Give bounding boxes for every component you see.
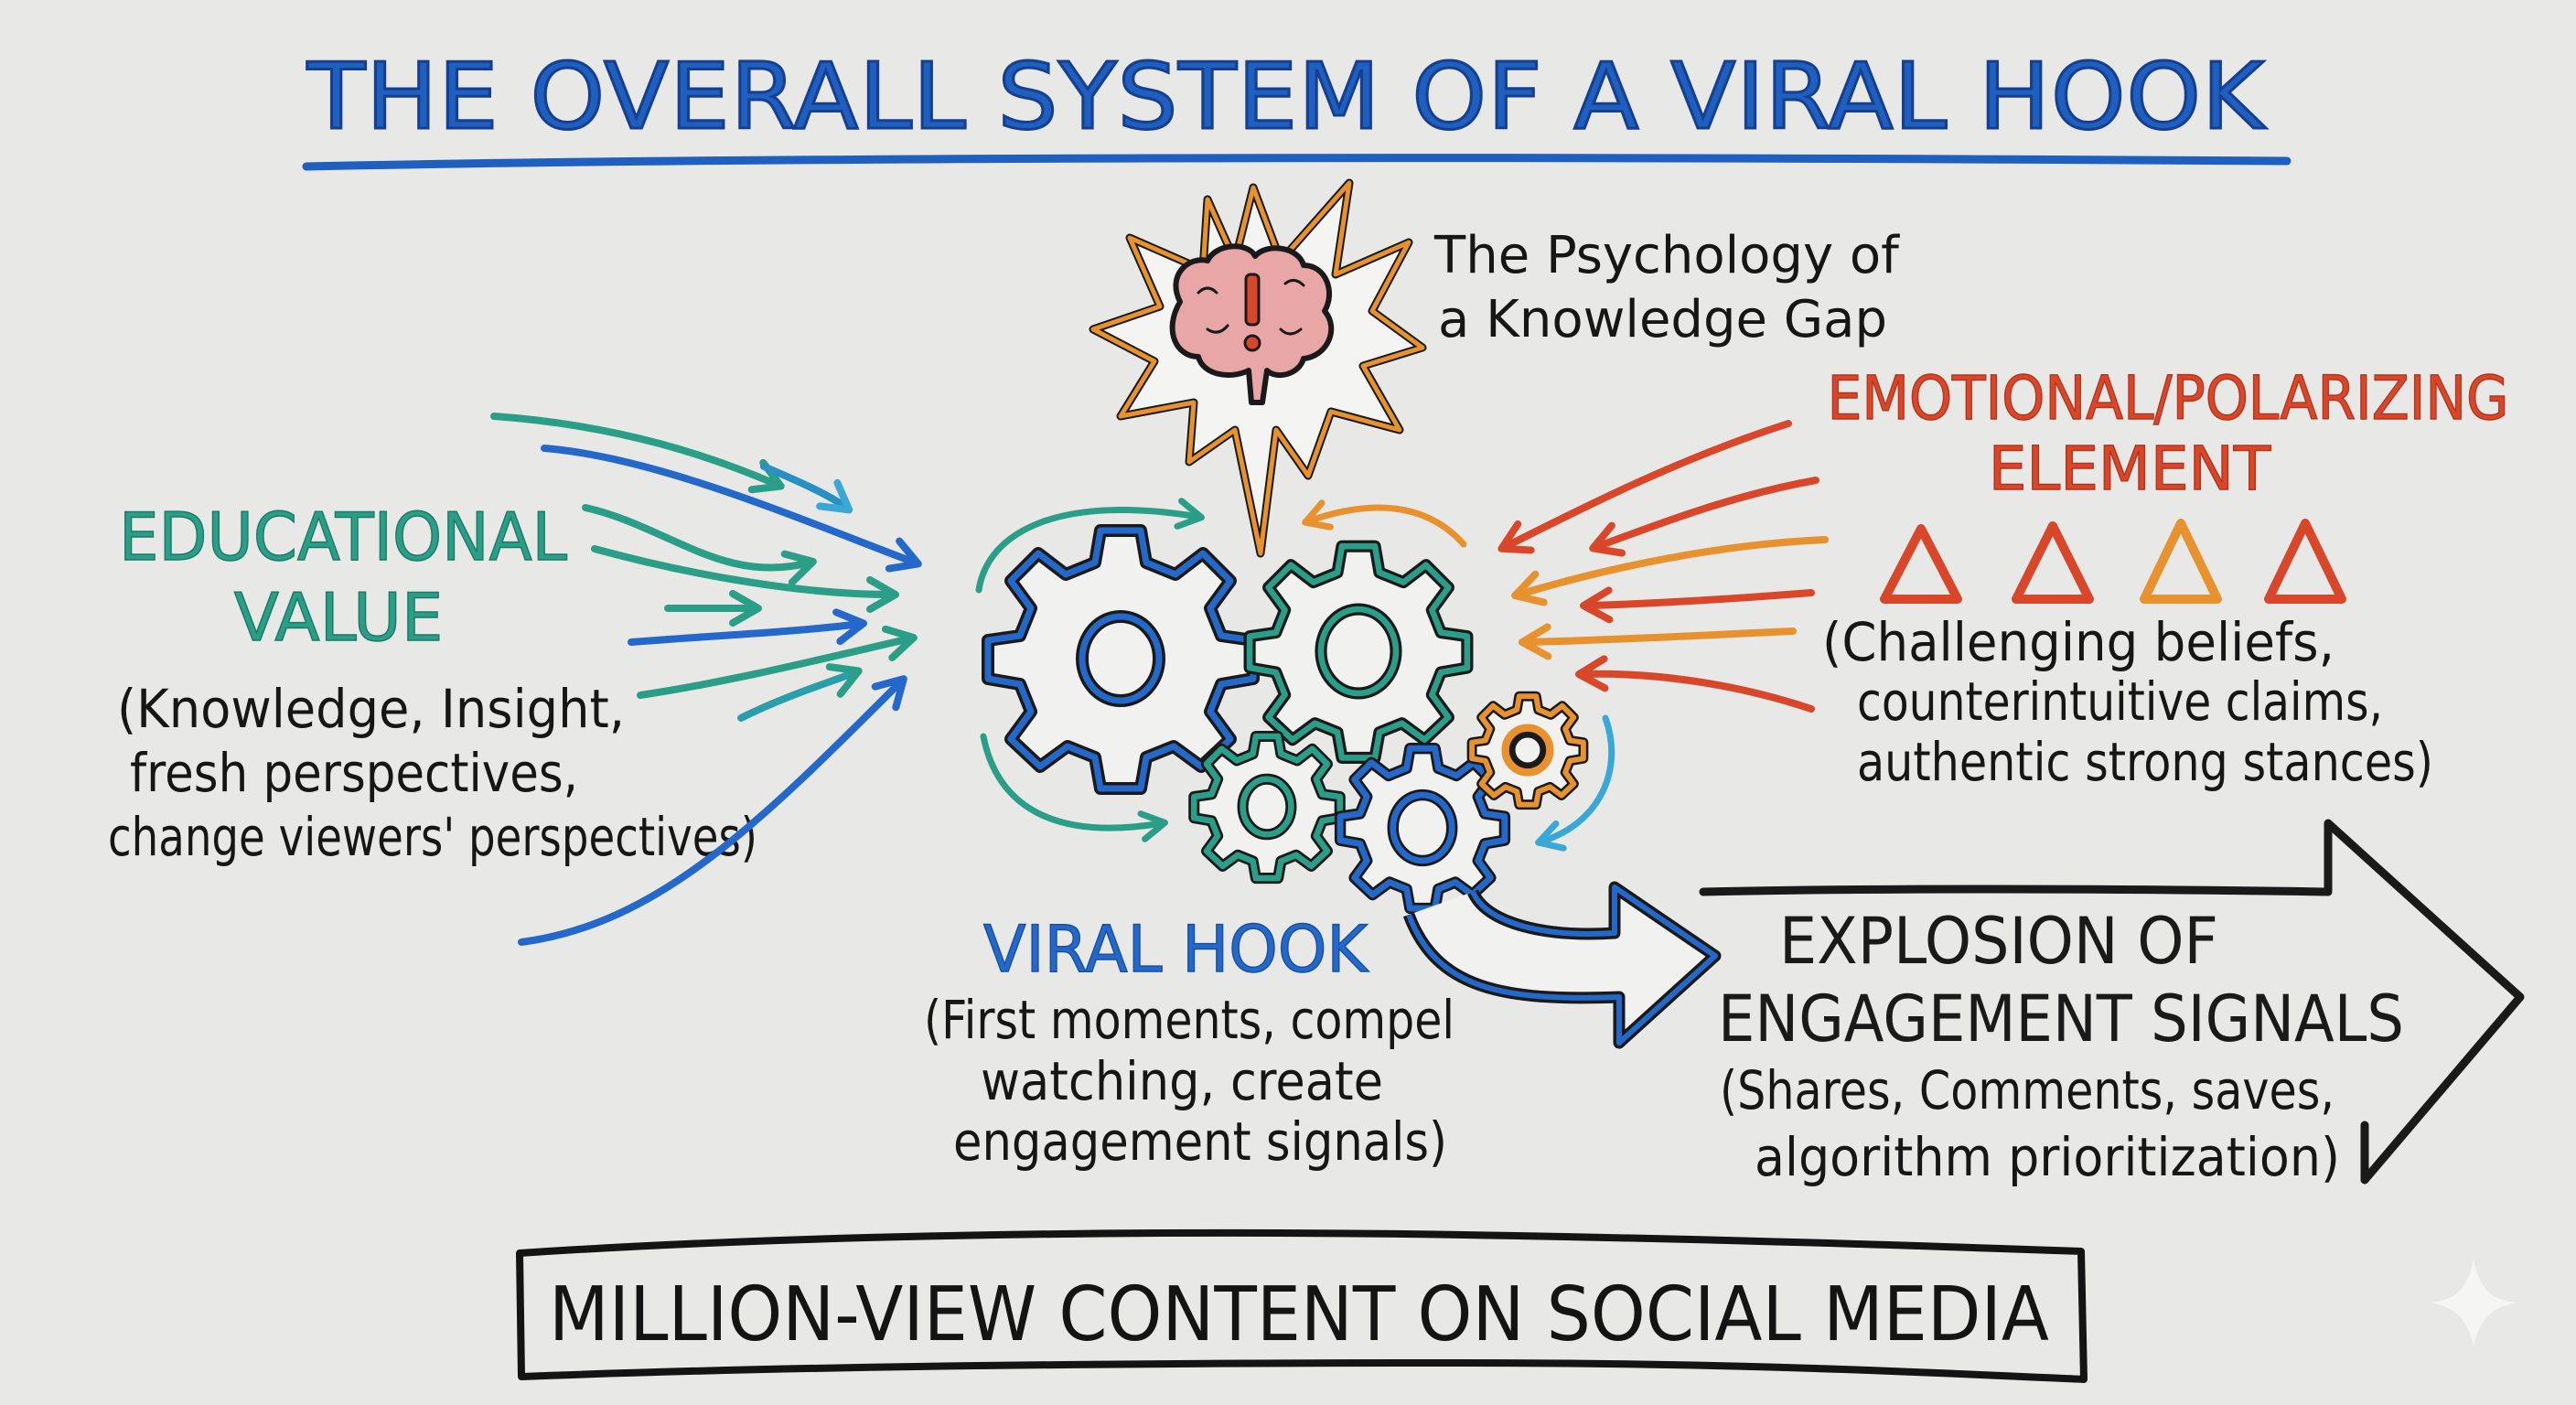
arrow-icon: [1511, 536, 1829, 606]
psychology-line-2: a Knowledge Gap: [1438, 290, 1887, 349]
title-group: THE OVERALL SYSTEM OF A VIRAL HOOK: [302, 42, 2292, 171]
engagement-detail-line-2: algorithm prioritization): [1755, 1126, 2340, 1188]
cycle-arrows: [975, 498, 1615, 852]
arrow-icon: [582, 504, 817, 586]
emotional-detail-line-3: authentic strong stances): [1857, 731, 2433, 793]
emotional-heading-line-2: ELEMENT: [1989, 434, 2271, 504]
cycle-arrow-icon: [1302, 499, 1467, 548]
educational-arrows: [490, 413, 922, 946]
engagement-heading-line-1: EXPLOSION OF: [1779, 904, 2218, 979]
arrow-icon: [591, 545, 899, 613]
cycle-arrow-icon: [1535, 714, 1615, 852]
viral-hook-detail-line-3: engagement signals): [953, 1110, 1447, 1173]
big-arrow-outline-icon: [1699, 819, 2525, 1185]
engagement-section: EXPLOSION OF ENGAGEMENT SIGNALS (Shares,…: [1718, 904, 2404, 1188]
page-title: THE OVERALL SYSTEM OF A VIRAL HOOK: [306, 43, 2266, 150]
arrow-icon: [541, 445, 922, 573]
arrow-icon: [518, 675, 907, 946]
educational-heading-line-1: EDUCATIONAL: [119, 499, 567, 575]
cycle-arrow-icon: [975, 498, 1205, 594]
gear-icon-small-blue: [1334, 742, 1511, 915]
arrow-icon: [1580, 586, 1815, 624]
emotional-section: EMOTIONAL/POLARIZING ELEMENT (Challengin…: [1822, 362, 2509, 793]
gear-cluster: [982, 524, 1589, 915]
arrow-icon: [737, 663, 863, 722]
emotional-detail-line-2: counterintuitive claims,: [1857, 670, 2383, 733]
psychology-label: The Psychology of a Knowledge Gap: [1433, 226, 1900, 349]
triangle-icon: [2264, 519, 2346, 604]
emotional-detail-line-1: (Challenging beliefs,: [1822, 611, 2334, 673]
brain-exclamation-icon: [1169, 243, 1335, 405]
sparkle-icon: [2430, 1259, 2517, 1346]
knowledge-gap-starburst: [1089, 178, 1427, 558]
viral-hook-section: VIRAL HOOK (First moments, compel watchi…: [924, 911, 1454, 1173]
warning-triangles: [1880, 519, 2346, 604]
educational-value-section: EDUCATIONAL VALUE (Knowledge, Insight, f…: [108, 498, 757, 868]
educational-heading-line-2: VALUE: [234, 579, 444, 656]
arrow-icon: [490, 413, 785, 494]
triangle-icon: [1880, 524, 1962, 604]
gear-icon-orange: [1466, 691, 1589, 810]
arrow-icon: [1497, 420, 1792, 554]
emotional-arrows: [1497, 420, 1829, 713]
arrow-icon: [637, 625, 918, 699]
viral-hook-detail-line-2: watching, create: [981, 1050, 1383, 1112]
triangle-icon: [2140, 519, 2222, 604]
viral-hook-heading: VIRAL HOOK: [983, 912, 1369, 987]
arrow-icon: [760, 463, 853, 514]
educational-detail-line-3: change viewers' perspectives): [108, 806, 757, 868]
title-underline: [302, 154, 2292, 171]
bottom-box-outline: [516, 1228, 2088, 1383]
cycle-arrow-icon: [980, 733, 1168, 842]
engagement-detail-line-1: (Shares, Comments, saves,: [1720, 1059, 2334, 1121]
arrow-icon: [1575, 655, 1815, 713]
bottom-box-label: MILLION-VIEW CONTENT ON SOCIAL MEDIA: [549, 1271, 2049, 1358]
arrow-icon: [628, 608, 867, 646]
gear-icon-small-teal: [1188, 730, 1346, 885]
engagement-arrow: [1699, 819, 2525, 1185]
gear-icon-large-blue: [982, 524, 1260, 795]
arrow-icon: [1589, 477, 1819, 557]
viral-hook-detail-line-1: (First moments, compel: [924, 989, 1454, 1051]
gear-icon-teal: [1243, 540, 1474, 764]
educational-detail-line-2: fresh perspectives,: [130, 742, 578, 804]
engagement-heading-line-2: ENGAGEMENT SIGNALS: [1718, 981, 2404, 1056]
arrow-icon: [1519, 623, 1797, 660]
emotional-heading-line-1: EMOTIONAL/POLARIZING: [1828, 363, 2509, 434]
psychology-line-1: The Psychology of: [1433, 226, 1900, 285]
bottom-box: MILLION-VIEW CONTENT ON SOCIAL MEDIA: [516, 1228, 2088, 1383]
triangle-icon: [2012, 521, 2094, 604]
educational-detail-line-1: (Knowledge, Insight,: [117, 678, 625, 740]
hook-to-engagement-arrow: [1402, 881, 1722, 1049]
